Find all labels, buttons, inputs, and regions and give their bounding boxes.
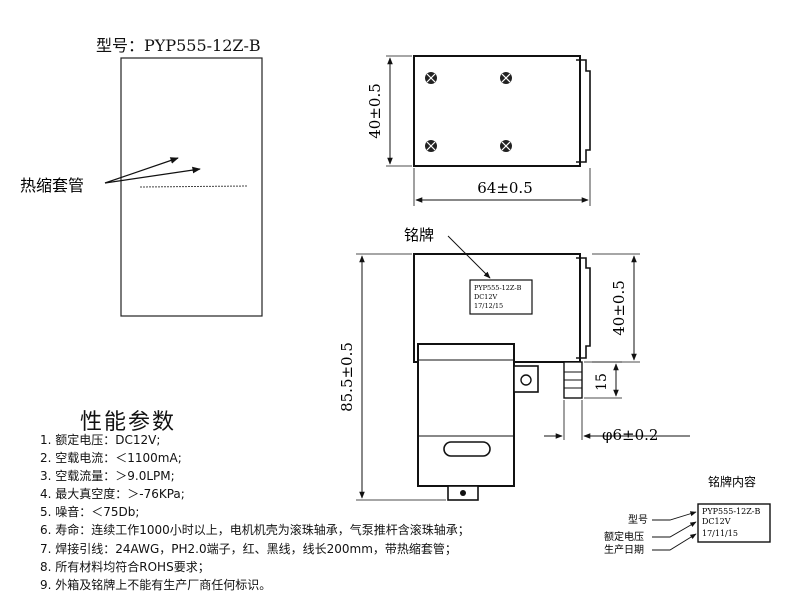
port-diameter-dim: φ6±0.2 <box>602 426 658 444</box>
legend-label-date: 生产日期 <box>604 543 644 556</box>
legend-nameplate-model: PYP555-12Z-B <box>702 507 760 516</box>
spec-item: 9. 外箱及铭牌上不能有生产厂商任何标识。 <box>40 577 272 592</box>
body-height-dim: 40±0.5 <box>610 280 628 336</box>
heat-shrink-label: 热缩套管 <box>20 176 84 195</box>
spec-item: 4. 最大真空度：＞-76KPa; <box>40 487 185 502</box>
spec-item: 2. 空载电流：＜1100mA; <box>40 451 182 466</box>
nameplate <box>469 279 533 315</box>
spec-item: 3. 空载流量：＞9.0LPM; <box>40 469 175 484</box>
legend-leader-date <box>652 533 697 551</box>
legend-leader-model <box>652 511 697 521</box>
screw-icon <box>500 140 512 152</box>
top-view-body <box>413 55 581 167</box>
nameplate-legend: 铭牌内容 PYP555-12Z-B DC12V 17/11/15 型号 额定电压… <box>604 474 771 556</box>
legend-nameplate-date: 17/11/15 <box>702 529 738 538</box>
heat-shrink-tube-view: 热缩套管 <box>20 57 263 317</box>
model-label: 型号：PYP555-12Z-B <box>96 36 261 55</box>
tube-outline <box>120 57 263 317</box>
spec-item: 7. 焊接引线：24AWG，PH2.0端子，红、黑线，线长200mm，带热缩套管… <box>40 541 457 556</box>
nameplate-model: PYP555-12Z-B <box>474 284 522 292</box>
motor-body <box>417 343 515 487</box>
screw-icon <box>425 140 437 152</box>
overall-height-dim: 85.5±0.5 <box>338 342 356 412</box>
tube-callout-leader-2 <box>104 166 201 184</box>
legend-leader-voltage <box>652 521 697 538</box>
nameplate-callout: 铭牌 <box>404 226 434 244</box>
top-width-dim: 64±0.5 <box>477 179 533 197</box>
mounting-tab <box>513 365 539 393</box>
port-length-dim: 15 <box>594 373 610 391</box>
spec-list: 1. 额定电压：DC12V; 2. 空载电流：＜1100mA; 3. 空载流量：＞9… <box>40 431 470 594</box>
legend-label-model: 型号 <box>628 513 648 526</box>
top-view-flange <box>576 59 591 163</box>
pump-top-view: 40±0.5 64±0.5 <box>366 55 591 206</box>
side-view-flange <box>576 257 591 359</box>
top-height-dim: 40±0.5 <box>366 83 384 139</box>
spec-item: 5. 噪音：＜75Db; <box>40 505 140 520</box>
spec-title: 性能参数 <box>80 410 177 435</box>
screw-icon <box>425 72 437 84</box>
nameplate-legend-title: 铭牌内容 <box>708 474 756 489</box>
nameplate-legend-box <box>697 503 771 543</box>
pump-side-view: PYP555-12Z-B DC12V 17/12/15 铭牌 85.5±0.5 … <box>338 226 690 501</box>
spec-item: 8. 所有材料均符合ROHS要求； <box>40 559 210 574</box>
nameplate-voltage: DC12V <box>474 293 497 301</box>
tube-center-line <box>139 185 249 188</box>
spec-item: 1. 额定电压：DC12V; <box>40 433 161 447</box>
spec-item: 6. 寿命：连续工作1000小时以上，电机机壳为滚珠轴承，气泵推杆含滚珠轴承； <box>40 523 470 538</box>
legend-label-voltage: 额定电压 <box>604 530 644 543</box>
tube-callout-leader-1 <box>104 157 179 184</box>
legend-nameplate-voltage: DC12V <box>702 517 731 526</box>
nameplate-date: 17/12/15 <box>474 302 503 310</box>
screw-icon <box>500 72 512 84</box>
motor-vent-slot <box>443 441 491 457</box>
nameplate-callout-leader <box>447 235 491 279</box>
